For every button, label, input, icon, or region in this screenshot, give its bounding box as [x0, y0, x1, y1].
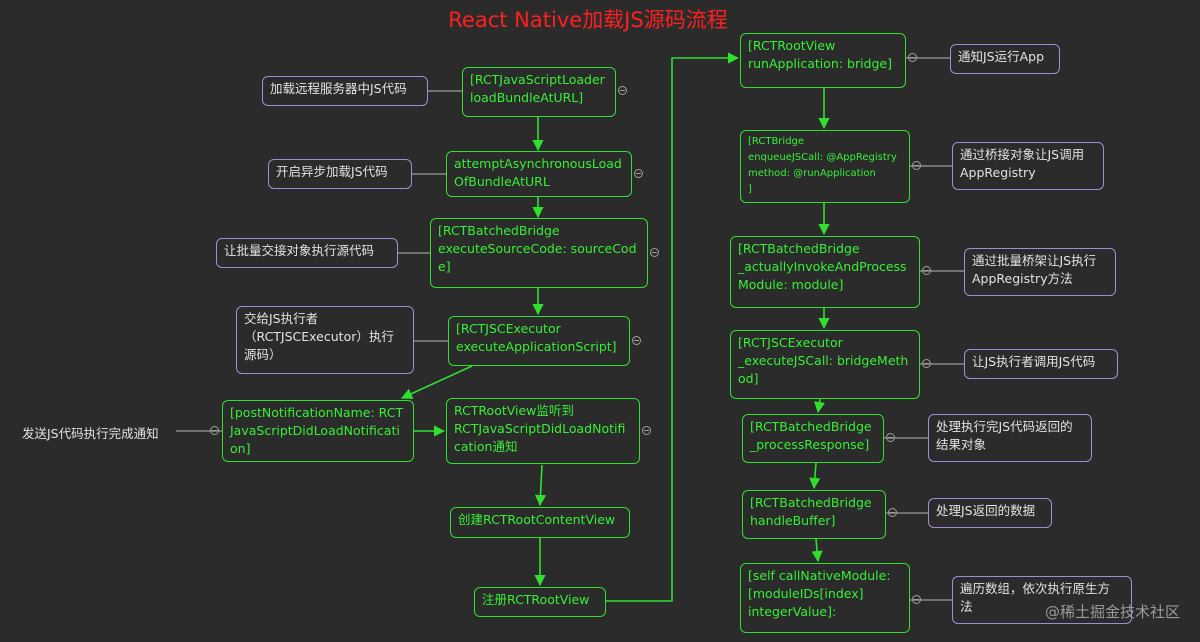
watermark: @稀土掘金技术社区	[1044, 603, 1180, 621]
note-send-js-done: 发送JS代码执行完成通知	[22, 426, 159, 441]
node-execute-js-call[interactable]: [RCTJSCExecutor _executeJSCall: bridgeMe…	[730, 330, 920, 399]
arrow-n6-n7	[534, 464, 547, 507]
note-notify-run-app: 通知JS运行App	[950, 44, 1060, 74]
node-execute-application-script[interactable]: [RCTJSCExecutor executeApplicationScript…	[448, 316, 630, 366]
node-execute-source-code[interactable]: [RCTBatchedBridge executeSourceCode: sou…	[430, 218, 648, 288]
arrow-r5-r6	[809, 462, 821, 490]
note-batch-execute-source: 让批量交接对象执行源代码	[216, 238, 398, 268]
note-async-load-js: 开启异步加载JS代码	[268, 159, 412, 189]
node-process-response[interactable]: [RCTBatchedBridge _processResponse]	[742, 414, 884, 463]
note-iterate-array: 遍历数组，依次执行原生方 法	[952, 576, 1132, 624]
arrow-n4-n5	[400, 365, 473, 399]
note-process-returned-data: 处理JS返回的数据	[928, 498, 1052, 528]
collapse-icon[interactable]	[634, 169, 643, 178]
arrow-r6-r7	[811, 538, 823, 563]
node-post-notification[interactable]: [postNotificationName: RCT JavaScriptDid…	[222, 400, 414, 462]
collapse-icon[interactable]	[908, 53, 917, 62]
note-process-result: 处理执行完JS代码返回的 结果对象	[928, 414, 1092, 462]
collapse-icon[interactable]	[632, 336, 641, 345]
collapse-icon[interactable]	[922, 359, 931, 368]
collapse-icon[interactable]	[912, 161, 921, 170]
collapse-icon[interactable]	[886, 433, 895, 442]
note-executor-call-js: 让JS执行者调用JS代码	[964, 349, 1118, 379]
node-rootview-listen[interactable]: RCTRootView监听到 RCTJavaScriptDidLoadNotif…	[446, 398, 640, 464]
collapse-icon[interactable]	[642, 426, 651, 435]
collapse-icon[interactable]	[650, 248, 659, 257]
arrow-n8-r1	[606, 52, 740, 602]
collapse-icon[interactable]	[912, 595, 921, 604]
collapse-icon[interactable]	[888, 508, 897, 517]
node-call-native-module[interactable]: [self callNativeModule: [moduleIDs[index…	[740, 563, 910, 633]
note-load-remote-js: 加载远程服务器中JS代码	[262, 76, 428, 106]
node-actually-invoke[interactable]: [RCTBatchedBridge _actuallyInvokeAndProc…	[730, 236, 920, 308]
arrow-r4-r5	[813, 398, 826, 414]
collapse-icon[interactable]	[618, 86, 627, 95]
node-load-bundle[interactable]: [RCTJavaScriptLoader loadBundleAtURL]	[462, 67, 616, 117]
node-register-rootview[interactable]: 注册RCTRootView	[474, 587, 606, 617]
node-attempt-async-load[interactable]: attemptAsynchronousLoad OfBundleAtURL	[446, 151, 632, 197]
note-bridge-call-registry: 通过桥接对象让JS调用 AppRegistry	[952, 142, 1104, 190]
note-batch-bridge-registry: 通过批量桥架让JS执行 AppRegistry方法	[964, 248, 1116, 296]
node-handle-buffer[interactable]: [RCTBatchedBridge handleBuffer]	[742, 490, 886, 539]
node-create-root-content-view[interactable]: 创建RCTRootContentView	[450, 507, 630, 538]
collapse-icon[interactable]	[210, 426, 219, 435]
node-run-application[interactable]: [RCTRootView runApplication: bridge]	[740, 33, 906, 88]
node-enqueue-js-call[interactable]: [RCTBridge enqueueJSCall: @AppRegistry m…	[740, 130, 910, 203]
note-jsc-executor-run: 交给JS执行者 （RCTJSCExecutor）执行 源码）	[236, 306, 414, 374]
collapse-icon[interactable]	[922, 266, 931, 275]
diagram-title: React Native加载JS源码流程	[448, 8, 728, 32]
